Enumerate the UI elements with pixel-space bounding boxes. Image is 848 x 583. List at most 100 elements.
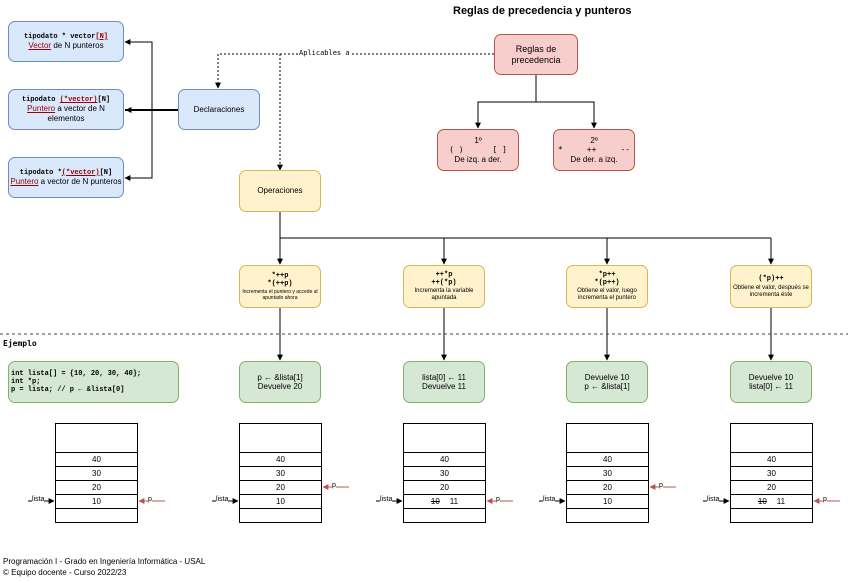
memory-cell xyxy=(404,508,485,522)
declaration-2-desc: Puntero a vector de N elementos xyxy=(27,104,105,123)
memory-old-value: 10 xyxy=(430,497,440,506)
lista-label: lista xyxy=(216,496,229,503)
footer-line-2: © Equipo docente - Curso 2022/23 xyxy=(3,568,127,577)
lista-label: lista xyxy=(32,496,45,503)
example-code-line-1: int lista[] = {10, 20, 30, 40}; xyxy=(11,369,142,378)
memory-cell xyxy=(240,424,321,452)
operation-deref-post-increment: (*p)++ Obtiene el valor, después se incr… xyxy=(730,265,812,308)
memory-cell-value: 40 xyxy=(767,455,776,464)
lista-label: lista xyxy=(543,496,556,503)
precedence-second-assoc: De der. a izq. xyxy=(570,154,618,164)
declaration-3-code: tipodato *(*vector)[N] xyxy=(19,168,113,177)
memory-block-1: 40 30 20 10 xyxy=(55,423,138,523)
memory-cell: 10 xyxy=(56,494,137,508)
memory-cell-value: 30 xyxy=(603,469,612,478)
declaration-pointer-to-vector: tipodato (*vector)[N] Puntero a vector d… xyxy=(8,89,124,130)
result-2-line-2: Devuelve 11 xyxy=(422,382,466,391)
memory-cell xyxy=(731,424,812,452)
memory-cell xyxy=(240,508,321,522)
decl-connector-3 xyxy=(124,110,153,181)
rules-trunk xyxy=(475,75,537,129)
memory-cell xyxy=(404,424,485,452)
operation-1-desc: Incrementa el puntero y accede al apunta… xyxy=(242,288,318,301)
memory-cell: 20 xyxy=(731,480,812,494)
memory-cell-value: 20 xyxy=(276,483,285,492)
result-box-4: Devuelve 10 lista[0] ← 11 xyxy=(730,361,812,403)
lista-label: lista xyxy=(707,496,720,503)
precedence-first-assoc: De izq. a der. xyxy=(454,154,502,164)
memory-cell xyxy=(56,508,137,522)
operation-2-code1: ++*p xyxy=(435,271,453,280)
operation-2-desc: Incrementa la variable apuntada xyxy=(414,288,474,302)
result-3-line-1: Devuelve 10 xyxy=(584,372,630,382)
p-label: p xyxy=(659,482,663,489)
memory-old-value: 10 xyxy=(757,497,767,506)
applies-dashed-line xyxy=(215,53,494,89)
declaration-1-code: tipodato * vector[N] xyxy=(23,32,109,41)
memory-cell xyxy=(567,424,648,452)
memory-cell-value: 20 xyxy=(603,483,612,492)
rules-branch xyxy=(536,101,597,129)
ops-trunk xyxy=(279,212,771,239)
memory-cell: 30 xyxy=(567,466,648,480)
operation-increment-pointee: ++*p ++(*p) Incrementa la variable apunt… xyxy=(403,265,485,308)
operation-4-code1: (*p)++ xyxy=(758,274,784,283)
memory-block-2: 40 30 20 10 xyxy=(239,423,322,523)
memory-cell-value: 10 xyxy=(276,497,285,506)
example-code-box: int lista[] = {10, 20, 30, 40}; int *p; … xyxy=(8,361,179,403)
memory-cell-value: 30 xyxy=(767,469,776,478)
example-label: Ejemplo xyxy=(3,339,37,348)
operation-pre-increment-deref: *++p *(++p) Incrementa el puntero y acce… xyxy=(239,265,321,308)
declaration-1-desc: Vector de N punteros xyxy=(28,40,104,50)
memory-cell: 20 xyxy=(404,480,485,494)
memory-cell-value: 10 xyxy=(603,497,612,506)
memory-cell-value: 20 xyxy=(440,483,449,492)
footer-line-1: Programación I - Grado en Ingeniería Inf… xyxy=(3,557,206,566)
operation-3-desc: Obtiene el valor, luego incrementa el pu… xyxy=(577,288,637,302)
declaration-vector-of-pointers: tipodato * vector[N] Vector de N puntero… xyxy=(8,21,124,62)
operation-3-code2: *(p++) xyxy=(594,279,620,288)
operation-3-code1: *p++ xyxy=(598,271,616,280)
operations-box: Operaciones xyxy=(239,170,321,212)
memory-cell: 40 xyxy=(567,452,648,466)
memory-cell: 40 xyxy=(404,452,485,466)
operation-2-code2: ++(*p) xyxy=(431,279,457,288)
operation-1-code2: *(++p) xyxy=(267,279,293,288)
memory-cell-value: 40 xyxy=(92,455,101,464)
declarations-box: Declaraciones xyxy=(178,89,260,130)
memory-cell xyxy=(56,424,137,452)
rules-box-label: Reglas de precedencia xyxy=(511,44,561,65)
decl-connector-1 xyxy=(124,39,153,110)
precedence-first: 1º ( ) [ ] De izq. a der. xyxy=(437,129,519,171)
operation-1-code1: *++p xyxy=(271,271,289,280)
declarations-box-label: Declaraciones xyxy=(193,104,245,114)
memory-cell: 30 xyxy=(731,466,812,480)
memory-cell-value: 30 xyxy=(92,469,101,478)
example-code-line-3: p = lista; // p ← &lista[0] xyxy=(11,386,125,395)
memory-cell: 30 xyxy=(240,466,321,480)
result-2-line-1: lista[0] ← 11 xyxy=(422,372,466,382)
p-label: p xyxy=(823,496,827,503)
declaration-3-desc: Puntero a vector de N punteros xyxy=(10,176,122,186)
precedence-second-rank: 2º xyxy=(590,136,598,146)
memory-cell-value: 40 xyxy=(603,455,612,464)
memory-cell-value: 40 xyxy=(276,455,285,464)
result-1-line-2: Devuelve 20 xyxy=(257,382,303,391)
result-4-line-2: lista[0] ← 11 xyxy=(749,382,793,391)
declaration-2-code: tipodato (*vector)[N] xyxy=(21,96,111,105)
p-label: p xyxy=(496,496,500,503)
memory-cell: 40 xyxy=(56,452,137,466)
memory-cell xyxy=(731,508,812,522)
memory-cell: 20 xyxy=(56,480,137,494)
operations-box-label: Operaciones xyxy=(257,186,303,196)
operation-post-increment-deref: *p++ *(p++) Obtiene el valor, luego incr… xyxy=(566,265,648,308)
memory-cell-value: 30 xyxy=(440,469,449,478)
memory-cell: 10 xyxy=(567,494,648,508)
precedence-first-ops: ( ) [ ] xyxy=(449,145,507,155)
memory-cell-value: 20 xyxy=(92,483,101,492)
operation-4-desc: Obtiene el valor, después se incrementa … xyxy=(733,284,809,298)
